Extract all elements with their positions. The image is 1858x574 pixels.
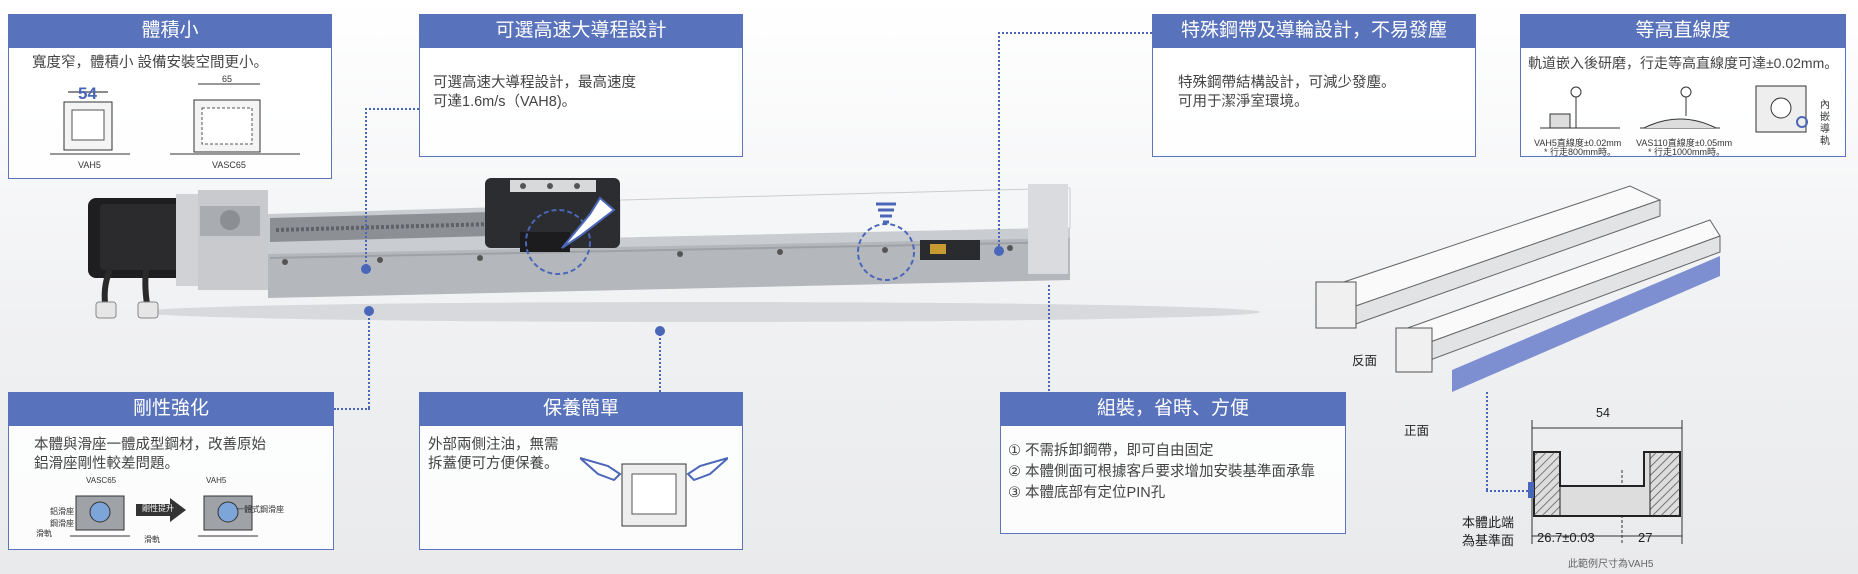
callout-line-rigidity-h xyxy=(334,408,370,410)
rigidity-label-integrated: 一體式鋼滑座 xyxy=(236,505,284,514)
cross-section-diagram xyxy=(1528,420,1683,544)
panel-straightness-title: 等高直線度 xyxy=(1520,14,1846,48)
straightness-side-label: 內嵌導軌 xyxy=(1820,100,1830,147)
callout-line-belt xyxy=(998,32,1000,246)
rigidity-label-vah: VAH5 xyxy=(206,476,227,485)
callout-line-belt-h xyxy=(998,32,1152,34)
maintenance-diagram xyxy=(580,457,728,527)
straightness-note1-1: VAH5直線度±0.02mm xyxy=(1534,138,1622,148)
rigidity-label-vasc: VASC65 xyxy=(86,476,117,485)
panel-speed-title: 可選高速大導程設計 xyxy=(419,14,743,48)
straightness-note2-1: VAS110直線度±0.05mm xyxy=(1636,138,1733,148)
rigidity-label-upgrade: 剛性提升 xyxy=(142,504,174,513)
panel-maintenance-desc-1: 外部兩側注油，無需 xyxy=(428,437,559,453)
size-dim-left: 54 xyxy=(78,84,97,103)
rigidity-label-steel-slider: 鋼滑座 xyxy=(50,519,74,528)
front-view-label: 正面 xyxy=(1404,424,1430,438)
rigidity-label-rail-left: 滑軌 xyxy=(36,529,52,538)
panel-assembly-title: 組裝，省時、方便 xyxy=(1000,392,1346,426)
base-leader-line xyxy=(1486,392,1488,490)
callout-dot-speed xyxy=(361,264,371,274)
section-note: 此範例尺寸為VAH5 xyxy=(1568,559,1654,570)
callout-line-rigidity xyxy=(368,310,370,408)
panel-belt-title: 特殊鋼帶及導輪設計，不易發塵 xyxy=(1152,14,1476,48)
panel-rigidity-desc-1: 本體與滑座一體成型鋼材，改善原始 xyxy=(34,437,266,453)
panel-rigidity-title: 剛性強化 xyxy=(8,392,334,426)
rigidity-label-rail-right: 滑軌 xyxy=(144,535,160,544)
callout-line-speed-h xyxy=(365,108,419,110)
size-dim-right: 65 xyxy=(222,74,233,84)
panel-speed-desc-1: 可選高速大導程設計，最高速度 xyxy=(433,75,636,91)
straightness-diagram xyxy=(1540,85,1808,133)
size-label-left: VAH5 xyxy=(78,160,101,170)
base-label-2: 為基準面 xyxy=(1462,533,1515,548)
panel-maintenance-title: 保養簡單 xyxy=(419,392,743,426)
straightness-note1-2: * 行走800mm時。 xyxy=(1544,147,1617,157)
callout-dot-belt xyxy=(994,246,1004,256)
assembly-item-1: ① 不需拆卸鋼帶，即可自由固定 xyxy=(1008,443,1214,459)
panel-size-desc: 寬度窄，體積小 設備安裝空間更小。 xyxy=(32,55,269,71)
panel-rigidity-desc-2: 鋁滑座剛性較差問題。 xyxy=(34,456,179,472)
base-leader-line-h xyxy=(1486,490,1528,492)
rigidity-diagram xyxy=(70,495,258,537)
panel-belt-desc-2: 可用于潔淨室環境。 xyxy=(1178,94,1309,110)
assembly-item-3: ③ 本體底部有定位PIN孔 xyxy=(1008,485,1166,501)
rigidity-label-alu-slider: 鋁滑座 xyxy=(50,507,74,516)
section-width-label: 54 xyxy=(1596,406,1610,420)
section-left-dim: 26.7±0.03 xyxy=(1537,530,1595,545)
panel-size-title: 體積小 xyxy=(8,14,332,48)
panel-belt-desc-1: 特殊鋼帶結構設計，可減少發塵。 xyxy=(1178,75,1396,91)
size-comparison-diagram xyxy=(50,83,300,155)
panel-maintenance-desc-2: 拆蓋便可方便保養。 xyxy=(428,456,559,472)
callout-line-maintenance xyxy=(659,330,661,392)
section-right-dim: 27 xyxy=(1638,530,1653,545)
callout-line-speed xyxy=(365,108,367,266)
size-label-right: VASC65 xyxy=(212,160,246,170)
assembly-item-2: ② 本體側面可根據客戶要求增加安裝基準面承靠 xyxy=(1008,464,1316,480)
linear-actuator-illustration xyxy=(88,178,1260,322)
back-view-label: 反面 xyxy=(1352,354,1378,368)
panel-speed-desc-2: 可達1.6m/s（VAH8)。 xyxy=(433,94,577,110)
base-label-1: 本體此端 xyxy=(1462,515,1515,530)
straightness-note2-2: * 行走1000mm時。 xyxy=(1648,147,1726,157)
callout-line-assembly xyxy=(1048,285,1050,391)
panel-straightness-desc: 軌道嵌入後研磨，行走等高直線度可達±0.02mm。 xyxy=(1528,55,1839,71)
wireframe-views xyxy=(1315,185,1721,392)
